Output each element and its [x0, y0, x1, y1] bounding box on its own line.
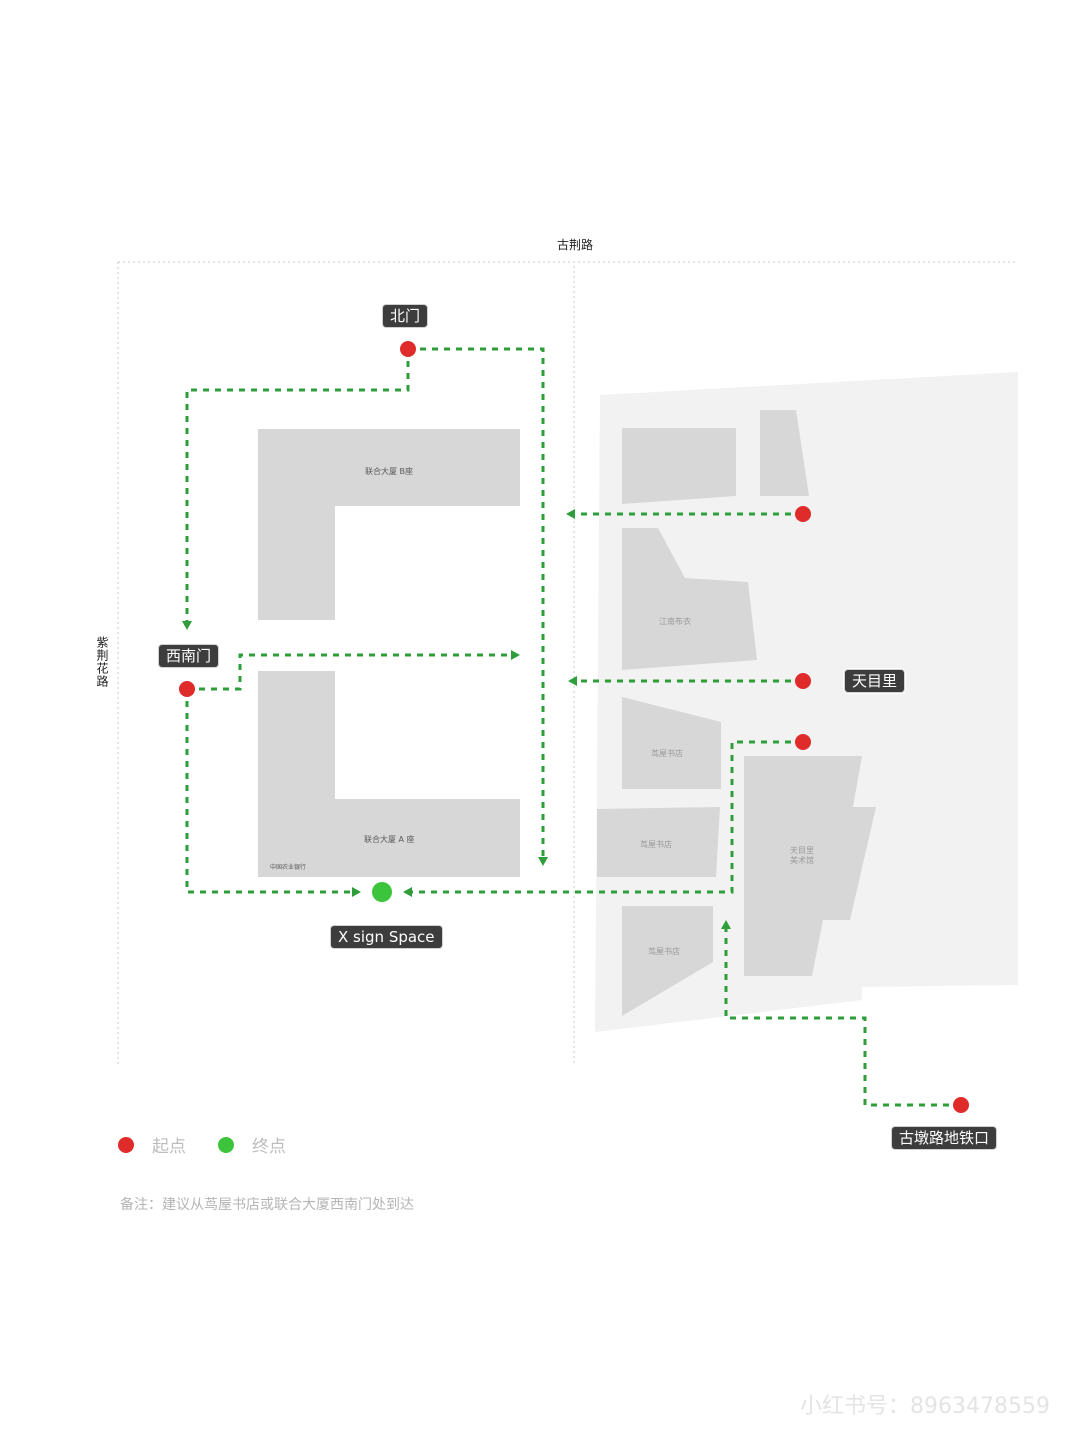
building-label-museum: 天目里美术馆: [790, 846, 814, 865]
legend-end-label: 终点: [252, 1137, 286, 1157]
label-metro: 古墩路地铁口: [891, 1126, 998, 1150]
route-arrows: [182, 509, 731, 929]
label-destination: X sign Space: [330, 925, 443, 949]
building-tsutaya-3: [622, 906, 713, 1016]
building-label-b: 联合大厦 B座: [365, 467, 414, 476]
building-label-bank: 中国农业银行: [270, 864, 307, 871]
start-dot-tianmuli-2: [795, 673, 811, 689]
label-southwest-gate: 西南门: [158, 644, 220, 668]
street-boundaries: [117, 261, 1018, 1065]
start-dot-tianmuli-1: [795, 506, 811, 522]
watermark: 小红书号：8963478559: [800, 1394, 1050, 1419]
street-label-left: 紫荆花路: [95, 636, 109, 688]
label-tianmuli: 天目里: [844, 669, 906, 693]
legend-end-dot: [218, 1136, 234, 1153]
building-label-jiangnan: 江南布衣: [659, 617, 691, 626]
building-tsutaya-1: [622, 697, 721, 789]
routes: [185, 347, 961, 1107]
note-text: 备注：建议从茑屋书店或联合大厦西南门处到达: [120, 1197, 414, 1213]
building-tsutaya-2: [597, 807, 720, 877]
building-jiangnan: [622, 528, 757, 670]
start-points: [179, 341, 969, 1113]
street-label-top: 古荆路: [557, 238, 594, 252]
building-museum: [744, 756, 876, 976]
building-b: [258, 429, 520, 620]
building-tm-1: [622, 428, 736, 504]
building-label-a: 联合大厦 A 座: [364, 835, 415, 844]
building-label-tsutaya-1: 茑屋书店: [651, 749, 683, 758]
building-label-tsutaya-2: 茑屋书店: [640, 840, 672, 849]
legend-start-label: 起点: [152, 1137, 186, 1157]
building-tm-2: [760, 410, 809, 496]
start-dot-tianmuli-3: [795, 734, 811, 750]
end-dot-x-sign-space: [372, 882, 392, 902]
building-label-tsutaya-3: 茑屋书店: [648, 947, 680, 956]
start-dot-north-gate: [400, 341, 416, 357]
start-dot-southwest-gate: [179, 681, 195, 697]
building-a: [258, 671, 520, 877]
start-dot-metro: [953, 1097, 969, 1113]
label-north-gate: 北门: [382, 304, 429, 328]
legend-start-dot: [118, 1136, 134, 1153]
legend: 起点 终点: [118, 1132, 318, 1157]
